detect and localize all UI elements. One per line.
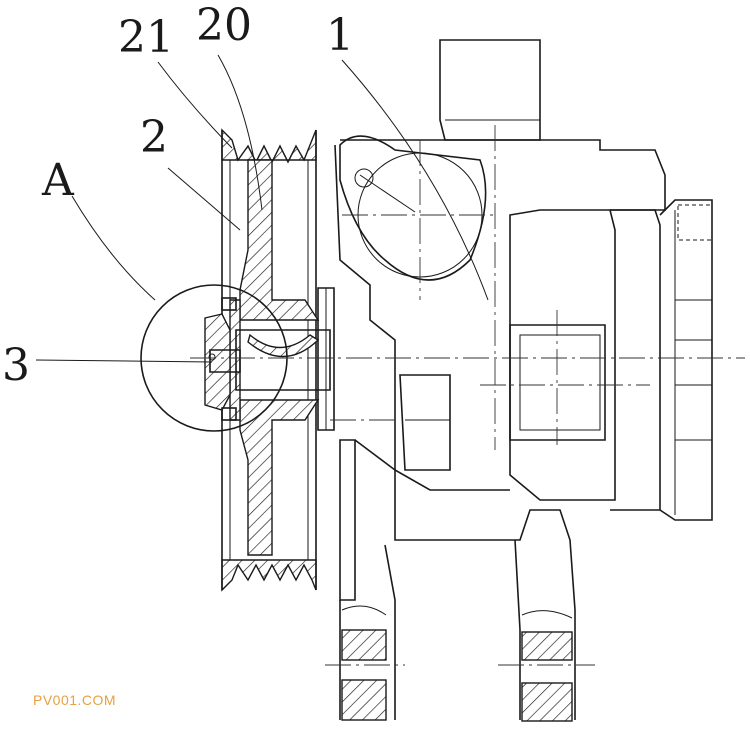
label-1: 1 (326, 10, 354, 61)
pump-body (334, 39, 713, 720)
leader-lines (35, 54, 489, 363)
lower-bolt-left (341, 605, 387, 721)
label-3: 3 (2, 340, 30, 391)
label-20: 20 (196, 0, 252, 51)
pulley (221, 128, 335, 592)
center-lines (190, 125, 745, 666)
label-a: A (41, 155, 75, 206)
label-21: 21 (118, 12, 174, 63)
lower-bolt-right (521, 610, 573, 722)
label-2: 2 (140, 112, 168, 163)
watermark: PV001.COM (33, 692, 117, 708)
bearing-assembly (204, 297, 331, 421)
